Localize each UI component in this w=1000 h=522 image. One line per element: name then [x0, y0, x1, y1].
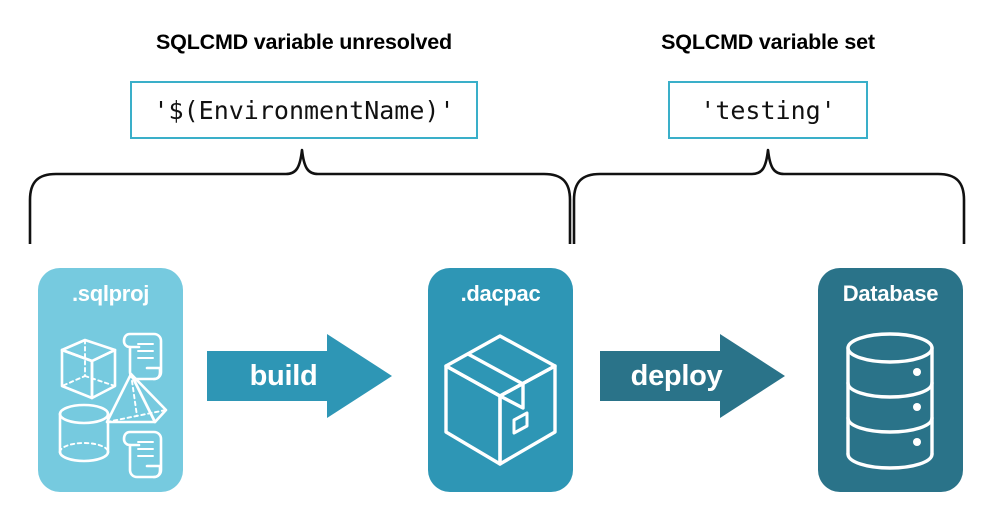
code-box-testing: 'testing': [668, 81, 868, 139]
stage-label-dacpac: .dacpac: [460, 281, 541, 306]
arrow-label-deploy: deploy: [630, 359, 723, 392]
arrow-deploy: deploy: [600, 334, 785, 418]
heading-sqlcmd-variable-set: SQLCMD variable set: [661, 30, 875, 54]
code-text-testing: 'testing': [700, 95, 836, 125]
arrow-right-icon: [207, 334, 392, 418]
stage-label-database: Database: [842, 281, 939, 306]
stage-card-database: Database: [818, 268, 963, 492]
code-box-environment-name: '$(EnvironmentName)': [130, 81, 478, 139]
stage-card-dacpac: .dacpac: [428, 268, 573, 492]
code-text-environment-name: '$(EnvironmentName)': [153, 95, 455, 125]
curly-brace-left-icon: [28, 148, 572, 244]
package-box-icon: [444, 334, 557, 466]
heading-sqlcmd-variable-unresolved: SQLCMD variable unresolved: [156, 30, 452, 54]
curly-brace-right-icon: [572, 148, 966, 244]
project-shapes-icon: [58, 332, 168, 479]
arrow-label-build: build: [249, 359, 318, 392]
arrow-right-icon: [600, 334, 785, 418]
stage-label-sqlproj: .sqlproj: [71, 281, 150, 306]
stage-card-sqlproj: .sqlproj: [38, 268, 183, 492]
arrow-build: build: [207, 334, 392, 418]
database-cylinder-icon: [846, 332, 934, 470]
